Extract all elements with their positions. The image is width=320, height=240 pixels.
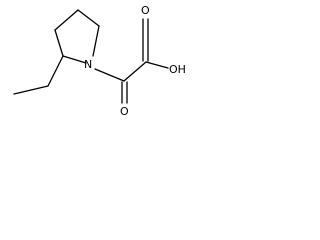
ethyl-bond-1 <box>47 55 64 87</box>
acid-oxygen-label: O <box>141 4 150 17</box>
pyrrolidine-ring <box>54 9 100 64</box>
nitrogen-label: N <box>84 58 92 71</box>
ring-bond-c4-c5 <box>77 9 100 27</box>
n-carbonyl-bond <box>94 68 125 82</box>
ring-bond-n-c2 <box>62 55 87 64</box>
hydroxyl-label: OH <box>169 63 186 76</box>
ring-bond-c3-c4 <box>54 9 79 31</box>
carbonyl-oxygen-label: O <box>120 105 129 118</box>
ring-bond-c2-c3 <box>54 29 64 57</box>
molecule-drawing: N O O OH <box>13 4 186 118</box>
ethyl-bond-2 <box>13 85 49 95</box>
ethyl-group <box>13 55 64 95</box>
carbonyl-carboxyl-bond <box>123 61 147 82</box>
structure-canvas: N O O OH <box>0 0 208 121</box>
oxoacetic-chain <box>94 18 169 104</box>
acid-oh-bond <box>145 61 169 69</box>
ring-bond-c5-n <box>92 25 100 57</box>
